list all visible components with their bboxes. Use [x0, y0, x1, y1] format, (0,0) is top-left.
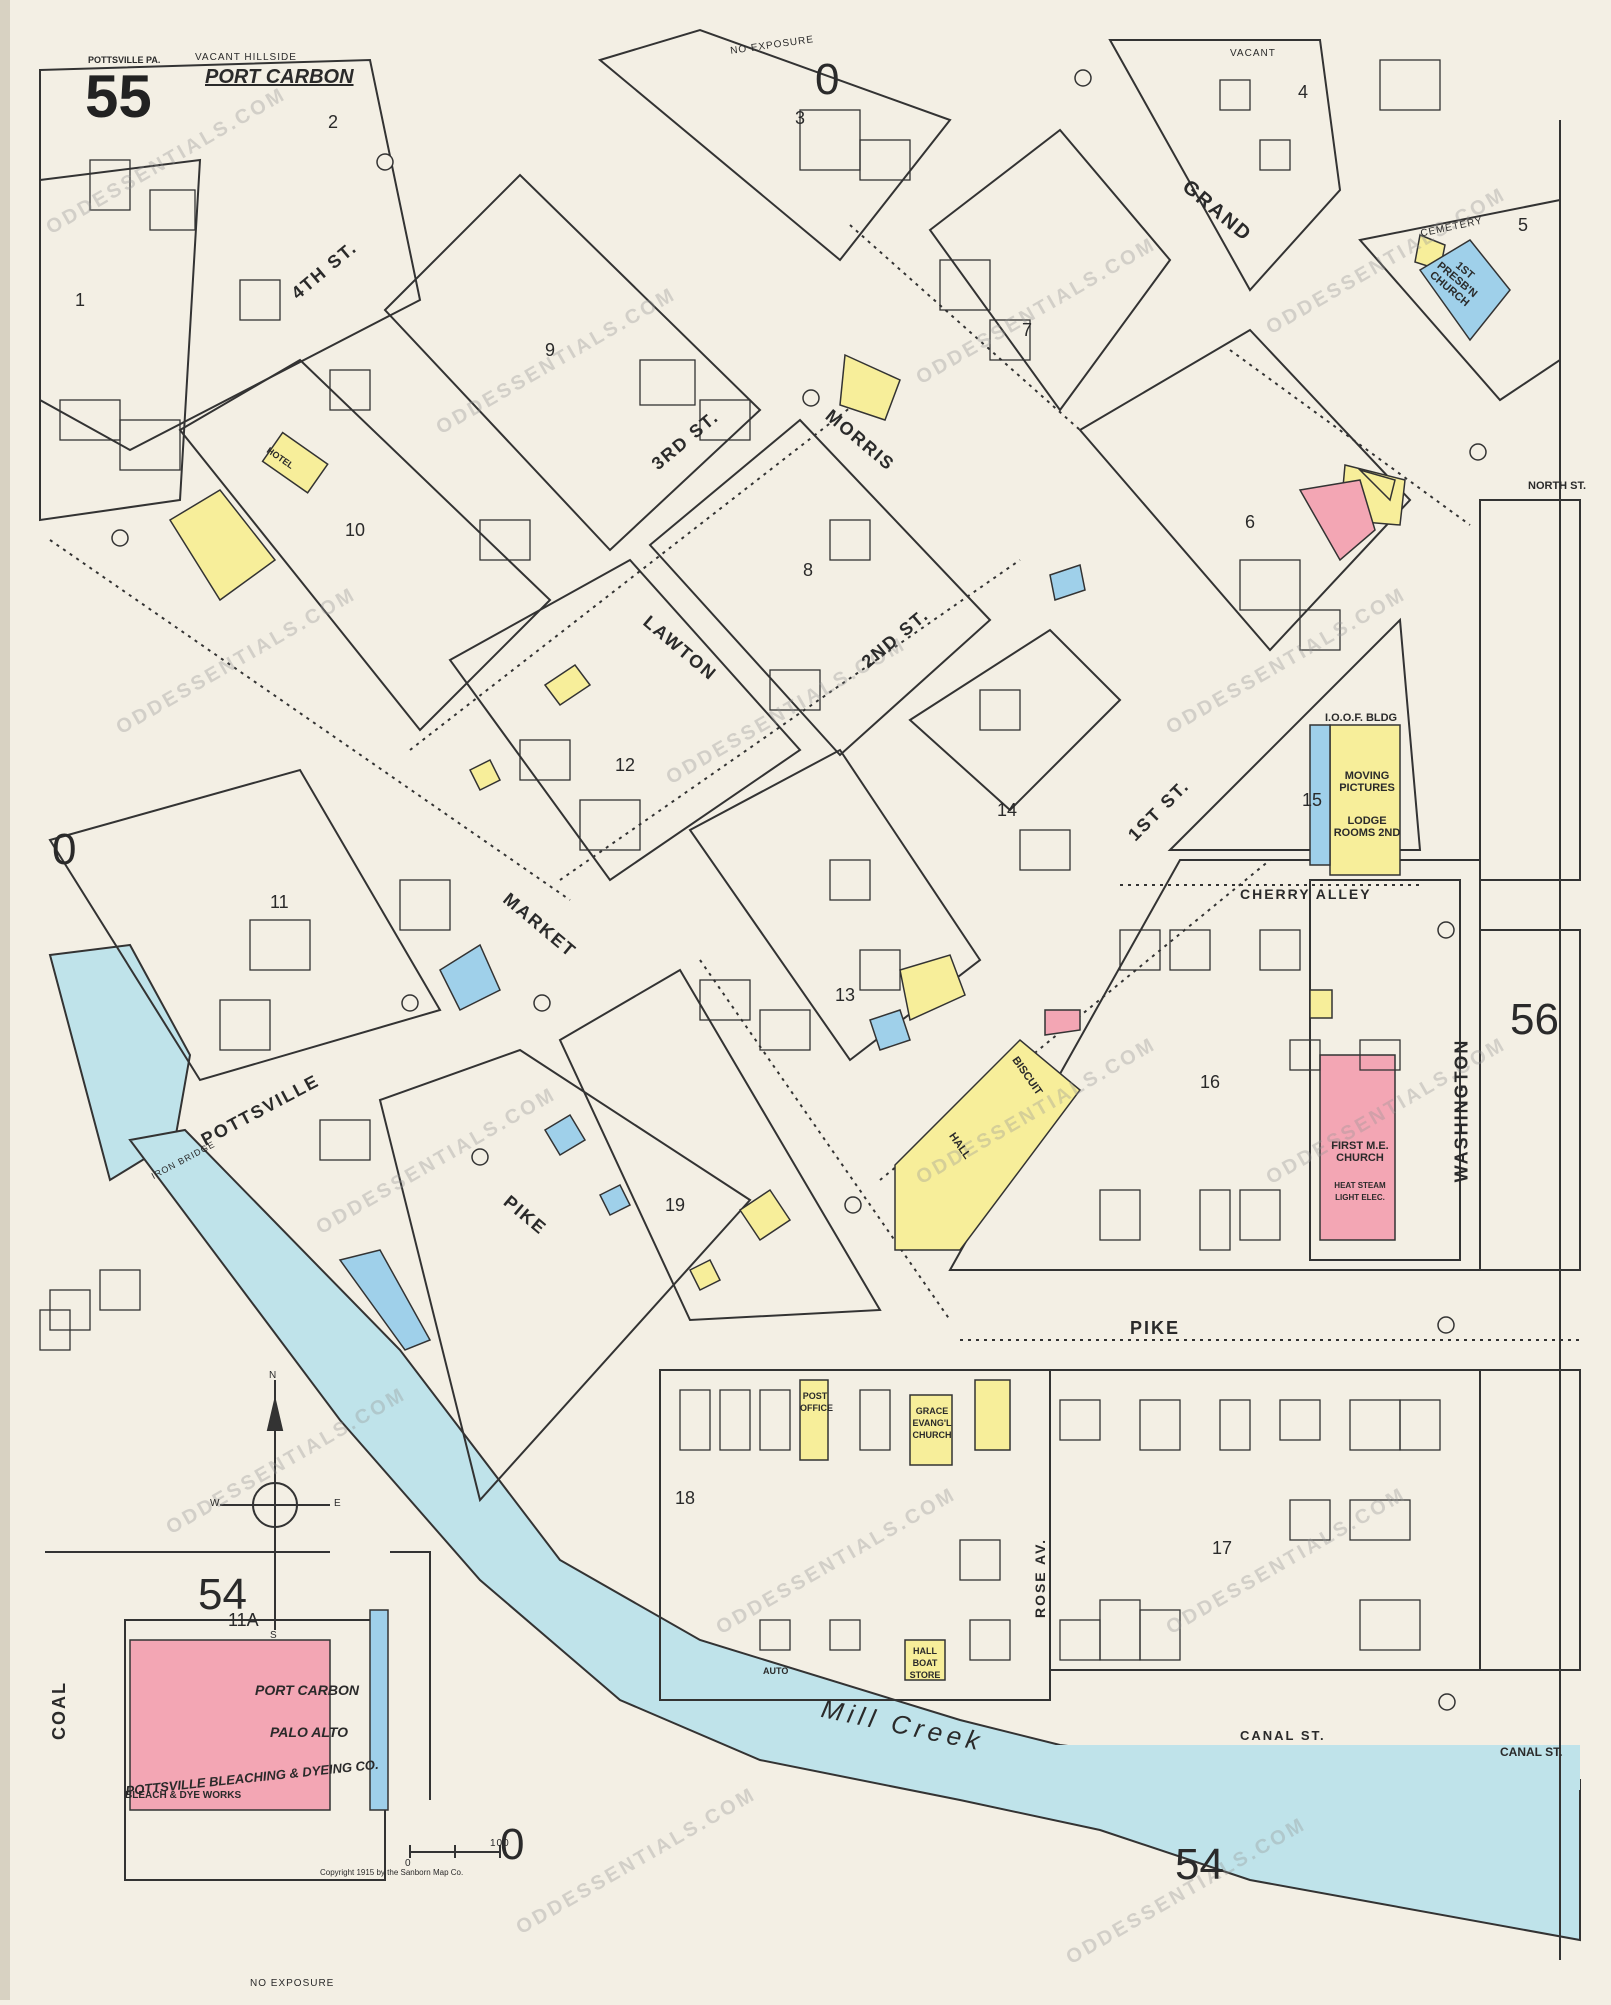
vacant-note: VACANT: [1230, 48, 1276, 59]
street-cherry-alley: CHERRY ALLEY: [1240, 886, 1372, 902]
block-number: 2: [328, 112, 339, 132]
iogf-label: I.O.O.F. BLDG: [1325, 712, 1398, 724]
header-note: POTTSVILLE PA.: [88, 55, 161, 65]
me-church-note: HEAT STEAM LIGHT ELEC.: [1334, 1181, 1386, 1202]
street-pike-right: PIKE: [1130, 1318, 1181, 1338]
adjoining-sheet-bottom: 54: [1175, 1840, 1224, 1889]
block-number: 15: [1302, 790, 1323, 810]
block-number: 7: [1022, 320, 1033, 340]
port-carbon-label: PORT CARBON: [255, 1682, 359, 1698]
street-washington: WASHINGTON: [1451, 1038, 1472, 1183]
street-canal-right: CANAL ST.: [1500, 1745, 1563, 1759]
compass-n: N: [269, 1370, 278, 1381]
street-rose-av: ROSE AV.: [1032, 1537, 1049, 1619]
block-number: 8: [803, 560, 814, 580]
lodge-rooms-label: LODGE ROOMS 2ND: [1333, 815, 1401, 839]
scale-mark: 0: [500, 1820, 525, 1869]
block-number: 13: [835, 985, 856, 1005]
block-number: 14: [997, 800, 1018, 820]
sheet-number: 55: [85, 63, 152, 130]
town-name: PORT CARBON: [205, 66, 354, 88]
block-number: 6: [1245, 512, 1256, 532]
block-number: 3: [795, 108, 806, 128]
exposure-bottom: NO EXPOSURE: [250, 1978, 335, 1989]
block-number: 17: [1212, 1538, 1233, 1558]
post-office-label: POST OFFICE: [800, 1391, 833, 1413]
block-number: 4: [1298, 82, 1309, 102]
block-number: 9: [545, 340, 556, 360]
block-number: 11: [270, 892, 289, 912]
grace-church-label: GRACE EVANG'L CHURCH: [912, 1406, 952, 1440]
street-canal: CANAL ST.: [1240, 1728, 1326, 1743]
block-number: 5: [1518, 215, 1529, 235]
block-number: 12: [615, 755, 636, 775]
scale-bar: [409, 1845, 501, 1858]
adjoining-sheet-top: 0: [815, 55, 840, 104]
moving-pictures-label: MOVING PICTURES: [1339, 770, 1395, 794]
street-coal: COAL: [49, 1681, 69, 1740]
block-9-outline: [383, 173, 762, 552]
block-number: 18: [675, 1488, 696, 1508]
top-note: VACANT HILLSIDE: [195, 52, 297, 63]
block-number: 10: [345, 520, 366, 540]
block-number: 19: [665, 1195, 686, 1215]
compass-w: W: [210, 1498, 221, 1509]
adjoining-sheet-left: 0: [52, 825, 77, 874]
bleach-sub-label: BLEACH & DYE WORKS: [125, 1790, 242, 1801]
adjoining-sheet-right: 56: [1510, 995, 1559, 1044]
first-me-church-label: FIRST M.E. CHURCH: [1331, 1140, 1389, 1164]
compass-rose: [220, 1380, 330, 1630]
compass-s: S: [270, 1630, 278, 1641]
scale-end: 100: [490, 1838, 510, 1849]
palo-alto-label: PALO ALTO: [270, 1724, 349, 1740]
compass-e: E: [334, 1498, 342, 1509]
block-number: 16: [1200, 1072, 1221, 1092]
copyright: Copyright 1915 by the Sanborn Map Co.: [320, 1868, 464, 1877]
block-number: 11A: [228, 1610, 259, 1630]
block-number: 1: [75, 290, 86, 310]
auto-label: AUTO: [763, 1666, 789, 1676]
adjoining-sheet-inset: 54: [198, 1570, 247, 1619]
scale-start: 0: [405, 1858, 412, 1869]
hall-storage-label: HALL BOAT STORE: [909, 1646, 941, 1680]
street-north: NORTH ST.: [1528, 480, 1587, 492]
